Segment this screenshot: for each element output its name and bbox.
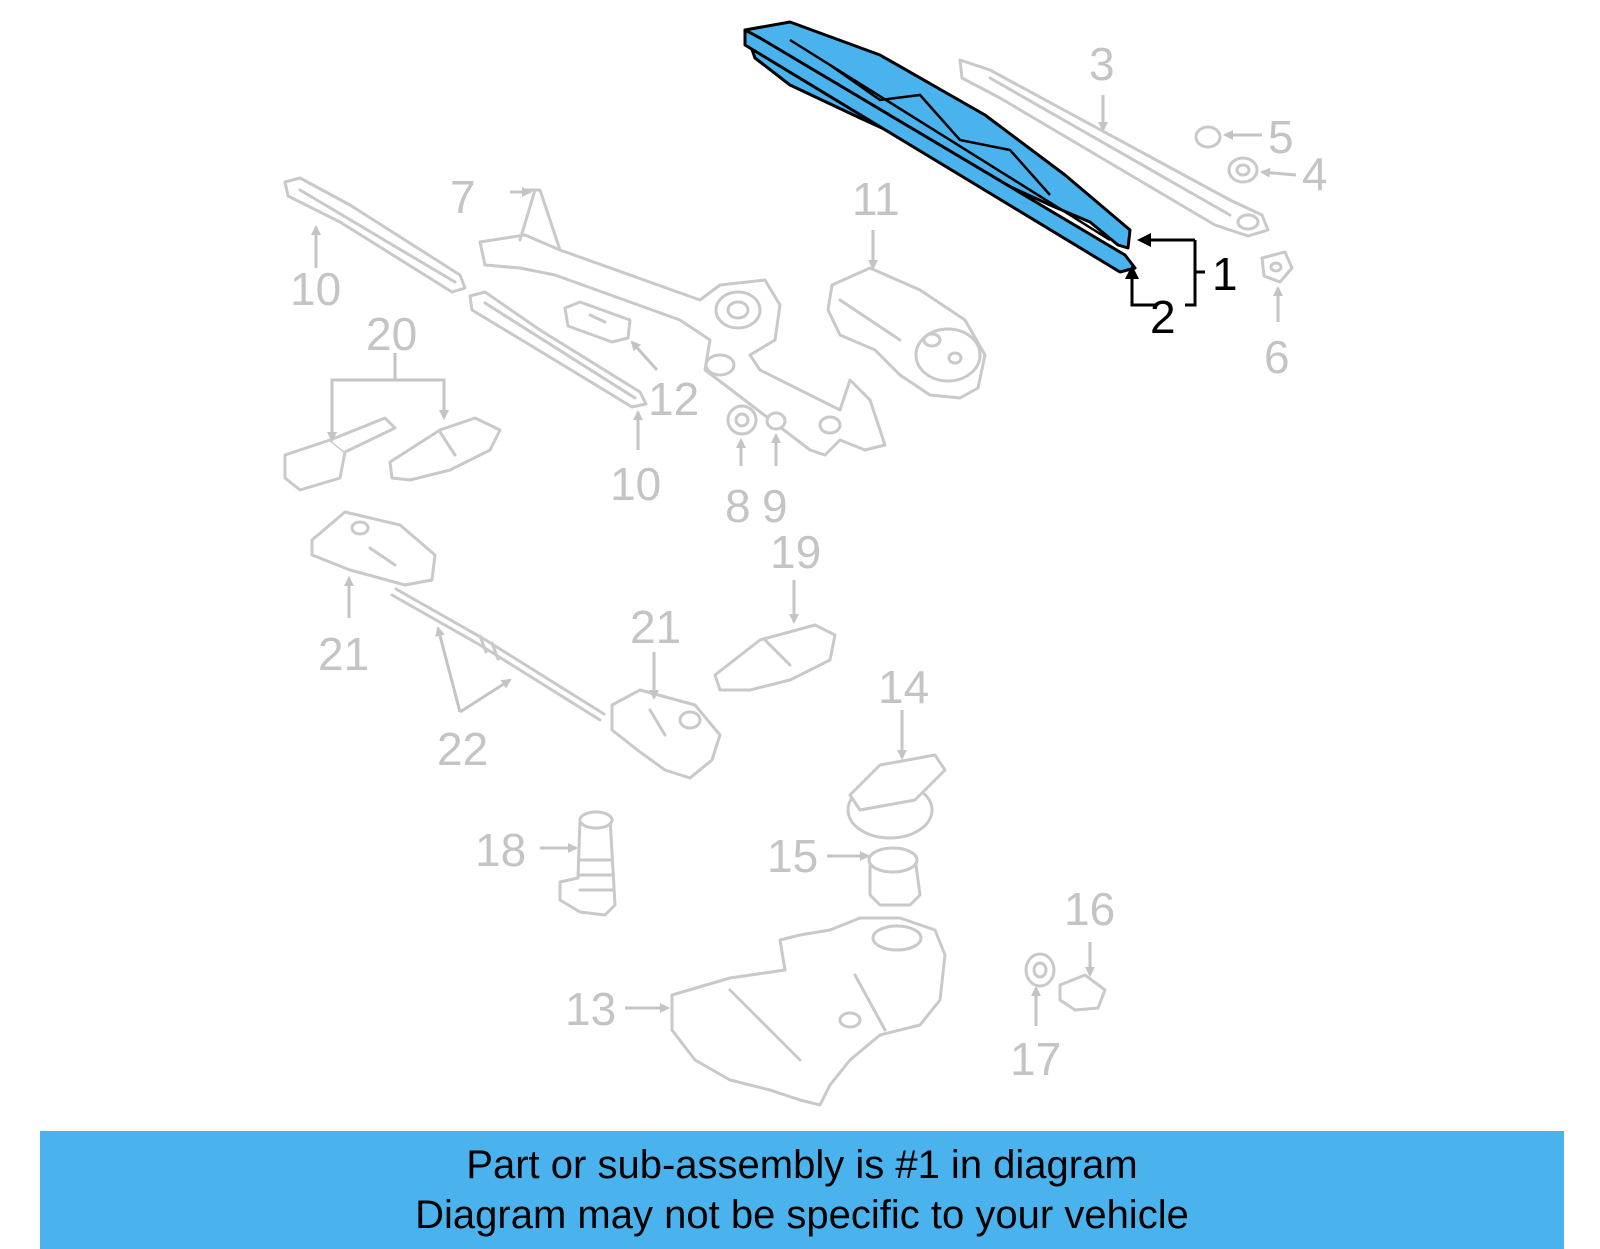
nut-part-5 — [1194, 125, 1222, 149]
connector-part-12 — [563, 300, 632, 344]
label-2: 2 — [1150, 291, 1176, 343]
nut-part-4 — [1227, 156, 1259, 184]
washer-part-9 — [765, 411, 787, 431]
grommet-part — [1024, 952, 1056, 988]
wiper-motor-part — [826, 266, 987, 400]
bushing-part-8 — [726, 404, 758, 436]
linkage-rod-lower — [468, 290, 648, 409]
cap-part-6 — [1260, 250, 1294, 284]
label-18: 18 — [475, 824, 526, 876]
label-1: 1 — [1212, 248, 1238, 300]
label-20: 20 — [366, 308, 417, 360]
filler-neck-part — [867, 846, 922, 907]
label-13: 13 — [565, 983, 616, 1035]
label-22: 22 — [437, 723, 488, 775]
label-21-right: 21 — [630, 601, 681, 653]
label-8: 8 — [725, 480, 751, 532]
nozzle-base-part-21-lower — [610, 688, 722, 780]
banner-line-1: Part or sub-assembly is #1 in diagram — [466, 1143, 1138, 1187]
linkage-frame-part — [478, 188, 887, 457]
label-9: 9 — [762, 480, 788, 532]
label-16: 16 — [1064, 883, 1115, 935]
washer-hose-part — [390, 587, 606, 722]
washer-pump-part — [558, 810, 617, 917]
label-19: 19 — [770, 526, 821, 578]
label-5: 5 — [1268, 111, 1294, 163]
label-4: 4 — [1302, 148, 1328, 200]
level-sensor-part — [1058, 973, 1107, 1012]
washer-reservoir-part — [670, 916, 947, 1107]
wiper-blade-part[interactable] — [743, 20, 1137, 274]
banner-line-2: Diagram may not be specific to your vehi… — [415, 1193, 1189, 1237]
linkage-rod-upper — [283, 176, 467, 294]
label-12: 12 — [648, 373, 699, 425]
label-10-upper: 10 — [290, 263, 341, 315]
washer-nozzle-part-19 — [713, 623, 837, 692]
washer-nozzle-part-20-left — [283, 416, 397, 492]
label-10-lower: 10 — [610, 458, 661, 510]
label-3: 3 — [1089, 38, 1115, 90]
label-17: 17 — [1010, 1033, 1061, 1085]
nozzle-base-part-21-upper — [310, 510, 437, 587]
wiper-arm-part — [958, 58, 1270, 238]
washer-nozzle-part-20-right — [388, 416, 502, 482]
label-14: 14 — [878, 661, 929, 713]
highlight-leaders — [1125, 233, 1205, 307]
label-15: 15 — [767, 830, 818, 882]
label-21-left: 21 — [318, 628, 369, 680]
label-6: 6 — [1264, 331, 1290, 383]
reservoir-cap-part — [846, 753, 947, 840]
info-banner: Part or sub-assembly is #1 in diagram Di… — [40, 1131, 1564, 1249]
label-11: 11 — [852, 173, 900, 225]
label-7: 7 — [450, 171, 476, 223]
leader-lines — [311, 95, 1297, 1026]
